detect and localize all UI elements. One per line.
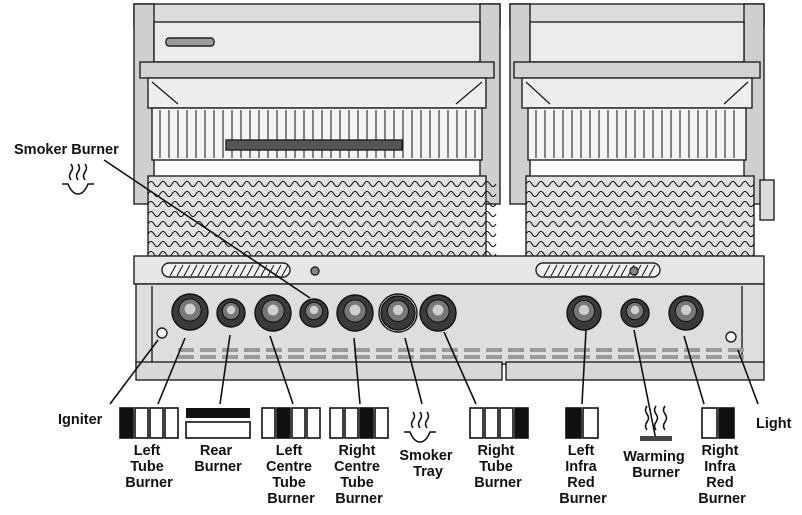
control-knobs (171, 293, 704, 333)
infrared-bars-icon (565, 407, 599, 439)
infrared-bars-icon (701, 407, 735, 439)
light-button (725, 331, 737, 343)
left-infra-red-burner-label: Left Infra Red Burner (559, 443, 607, 507)
left-vent-slots (161, 262, 291, 278)
warming-icon (640, 405, 672, 441)
rear-burner-icon (185, 408, 251, 439)
right-infra-red-burner-label: Right Infra Red Burner (698, 443, 746, 507)
right-vent-slots (535, 262, 661, 278)
right-centre-tube-burner-label: Right Centre Tube Burner (334, 443, 384, 507)
left-centre-tube-burner-label: Left Centre Tube Burner (266, 443, 316, 507)
smoker-tray-label: Smoker Tray (399, 448, 456, 480)
igniter-label: Igniter (58, 412, 103, 428)
smoker-icon (62, 163, 94, 195)
right-tube-burner-label: Right Tube Burner (474, 443, 522, 491)
igniter-button (156, 327, 168, 339)
warming-burner-label: Warming Burner (623, 449, 689, 481)
leader-lines (103, 159, 759, 441)
rear-burner-label: Rear Burner (194, 443, 242, 475)
burner-bars-icon (119, 407, 179, 439)
grill-illustration (133, 3, 775, 381)
smoker-burner-label: Smoker Burner (14, 142, 119, 158)
left-warming-rack (151, 107, 483, 161)
right-warming-rack (527, 107, 747, 161)
burner-bars-icon (469, 407, 529, 439)
burner-bars-icon (329, 407, 389, 439)
left-lid (133, 3, 501, 205)
left-cooking-grid (147, 175, 497, 261)
smoker-icon (404, 411, 436, 443)
labels: Smoker Burner Igniter Light Left Tube Bu… (14, 142, 792, 507)
burner-bars-icon (261, 407, 321, 439)
light-label: Light (756, 416, 792, 432)
right-cooking-grid (525, 175, 755, 261)
right-lid (509, 3, 775, 221)
left-tube-burner-label: Left Tube Burner (125, 443, 173, 491)
